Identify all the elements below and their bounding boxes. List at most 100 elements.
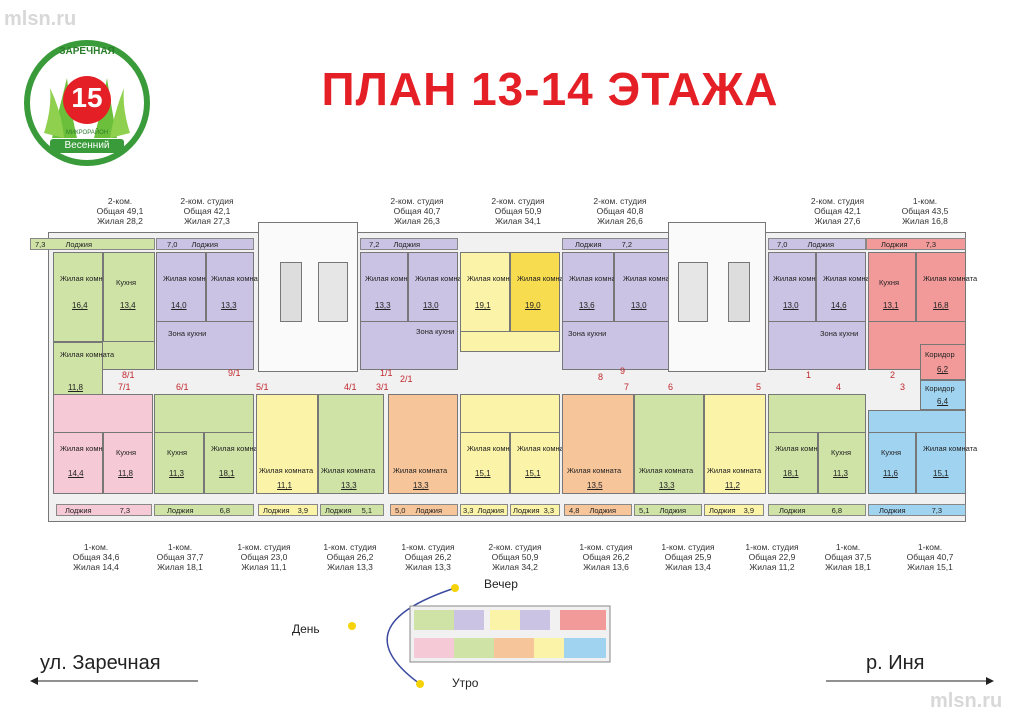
sun-arc [386, 587, 456, 685]
apt-number: 3/1 [376, 382, 389, 392]
apt-number: 2/1 [400, 374, 413, 384]
room-living: Жилая комната 14,0 [156, 252, 217, 322]
apt-number: 3 [900, 382, 906, 392]
kitchen-zone-label: Зона кухни [820, 329, 859, 338]
arrow-right-icon [826, 677, 994, 685]
room-kitchen: Кухня 13,1 [868, 252, 916, 322]
logo-number: 15 [71, 82, 103, 113]
kitchen-zone-label: Зона кухни [168, 329, 207, 338]
room-living: Жилая комната 11,8 [53, 342, 114, 402]
logo-top-text: ЗАРЕЧНАЯ [59, 46, 115, 57]
page-title: ПЛАН 13-14 ЭТАЖА [321, 63, 779, 115]
compass-morning-label: Утро [452, 676, 479, 690]
street-left-label: ул. Заречная [40, 652, 161, 674]
watermark-right: mlsn.ru [930, 690, 1003, 712]
apartment-bottom-8[interactable]: Жилая комната 13,3 [634, 394, 704, 494]
room-living: Жилая комната 16,4 [53, 252, 114, 342]
apt-number: 6/1 [176, 382, 189, 392]
room-kitchen: Кухня 11,3 [154, 432, 204, 494]
room-living: Жилая комната 16,8 [916, 252, 977, 322]
apt-number: 9/1 [228, 368, 241, 378]
apt-number: 5/1 [256, 382, 269, 392]
apt-number: 1 [806, 370, 812, 380]
room-living: Жилая комната 14,4 [53, 432, 114, 494]
room-living: Жилая комната 13,0 [614, 252, 677, 322]
sun-morning-icon [416, 680, 424, 688]
room-living: Жилая комната 19,0 [510, 252, 571, 332]
apartment-bottom-9[interactable]: Жилая комната 11,2 [704, 394, 766, 494]
kitchen-zone-label: Зона кухни [568, 329, 607, 338]
apt-number: 8/1 [122, 370, 135, 380]
watermark-left: mlsn.ru [4, 8, 77, 30]
kitchen-zone-label: Зона кухни [416, 327, 455, 336]
apt-number: 1/1 [380, 368, 393, 378]
compass-evening-label: Вечер [484, 577, 518, 591]
room-living: Жилая комната 18,1 [204, 432, 265, 494]
arrow-left-icon [30, 677, 198, 685]
apt-number: 9 [620, 366, 626, 376]
apt-number: 8 [598, 372, 604, 382]
room-living: Жилая комната 18,1 [768, 432, 829, 494]
room-living: Жилая комната 14,6 [816, 252, 877, 322]
room-living: Жилая комната 13,3 [206, 252, 265, 322]
room-living: Жилая комната 15,1 [916, 432, 977, 494]
compass-day-label: День [292, 622, 320, 636]
elevator-shaft [280, 262, 302, 322]
apt-number: 2 [890, 370, 896, 380]
apt-number: 4 [836, 382, 842, 392]
room-living: Жилая комната 13,3 [360, 252, 419, 322]
logo-name: Весенний [50, 139, 124, 153]
room-corridor: Коридор 6,4 [920, 380, 966, 410]
room-living: Жилая комната 15,1 [460, 432, 521, 494]
staircase [678, 262, 708, 322]
apartment-bottom-7[interactable]: Жилая комната 13,5 [562, 394, 634, 494]
apt-number: 4/1 [344, 382, 357, 392]
room-living: Жилая комната 13,6 [562, 252, 623, 322]
apt-number: 7 [624, 382, 630, 392]
apartment-bottom-3[interactable]: Жилая комната 11,1 [256, 394, 318, 494]
street-right-label: р. Иня [866, 652, 925, 674]
apartment-bottom-4[interactable]: Жилая комната 13,3 [318, 394, 384, 494]
apt-number: 7/1 [118, 382, 131, 392]
apt-number: 5 [756, 382, 762, 392]
elevator-shaft [728, 262, 750, 322]
sun-day-icon [348, 622, 356, 630]
logo: ЗАРЕЧНАЯ 15 МИКРОРАЙОН Весенний [22, 38, 152, 168]
apartment-bottom-5[interactable]: Жилая комната 13,3 [388, 394, 458, 494]
staircase [318, 262, 348, 322]
room-living: Жилая комната 13,0 [768, 252, 827, 322]
